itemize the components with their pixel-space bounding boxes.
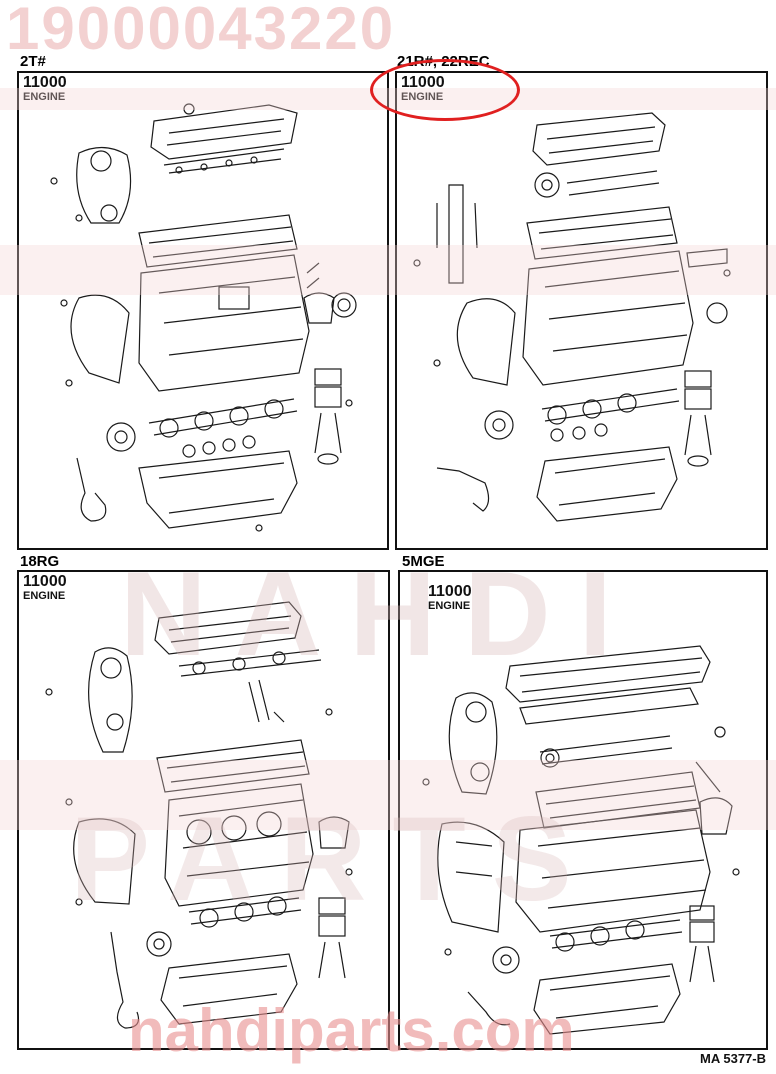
exploded-engine-diagram-5mge: [422, 645, 740, 1035]
engine-label-5mge: 5MGE: [400, 553, 447, 570]
exploded-engine-diagram-21r: [413, 112, 731, 522]
watermark-part-number: 19000043220: [6, 0, 396, 62]
exploded-engine-diagram-2t: [50, 103, 357, 532]
part-name-label: ENGINE: [23, 91, 66, 103]
part-number-label: 11000: [23, 74, 67, 91]
diagram-panel-18rg[interactable]: 11000 ENGINE: [17, 570, 390, 1050]
engine-label-2t: 2T#: [18, 53, 48, 70]
diagram-panel-2t[interactable]: 11000 ENGINE: [17, 71, 389, 550]
part-name-label: ENGINE: [23, 590, 66, 602]
part-number-label: 11000: [428, 583, 472, 600]
engine-label-18rg: 18RG: [18, 553, 62, 570]
diagram-panel-21r[interactable]: 11000 ENGINE: [395, 71, 768, 550]
part-name-label: ENGINE: [428, 600, 471, 612]
exploded-engine-diagram-18rg: [45, 601, 353, 1029]
highlight-circle: [370, 59, 520, 121]
drawing-code: MA 5377-B: [700, 1051, 766, 1066]
diagram-panel-5mge[interactable]: 11000 ENGINE: [398, 570, 768, 1050]
part-number-label: 11000: [23, 573, 67, 590]
